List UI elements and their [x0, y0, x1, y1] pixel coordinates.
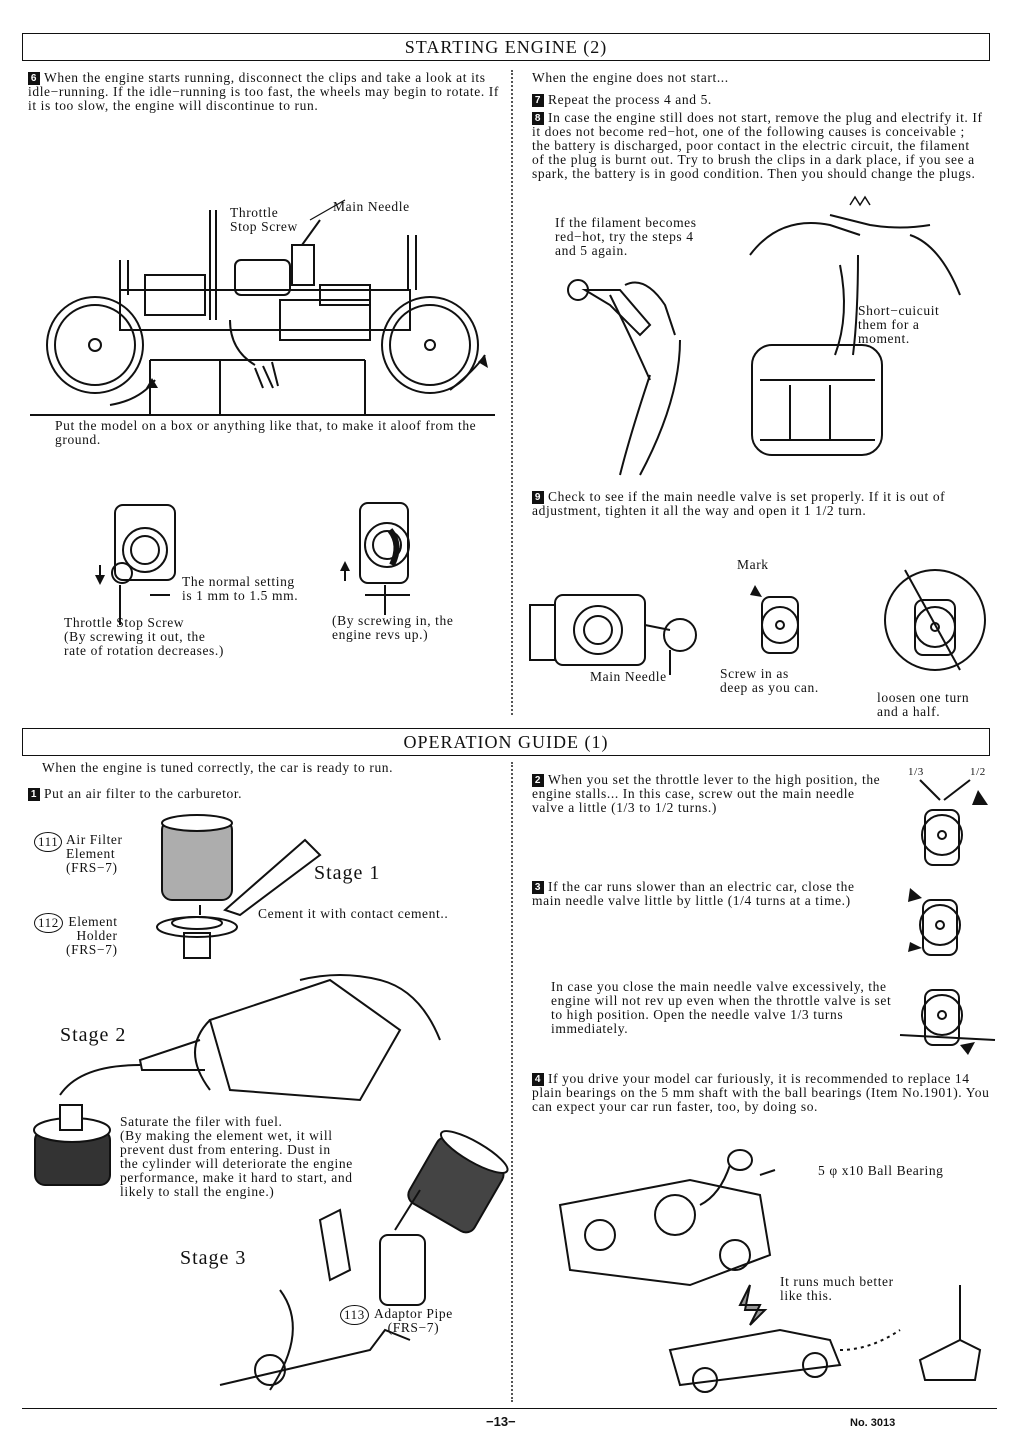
right-intro: When the engine does not start... — [532, 70, 729, 85]
stage-2-label: Stage 2 — [60, 1024, 127, 1046]
model-number: No. 3013 — [850, 1417, 896, 1429]
step-number: 3 — [532, 881, 544, 894]
step-text: When the engine starts running, disconne… — [28, 70, 499, 113]
runs-better-note: It runs much better like this. — [780, 1274, 894, 1303]
step-text: Repeat the process 4 and 5. — [548, 92, 712, 107]
step-number: 8 — [532, 112, 544, 125]
column-divider — [511, 70, 513, 715]
cement-note: Cement it with contact cement.. — [258, 906, 449, 921]
section-header-operation: OPERATION GUIDE (1) — [22, 728, 990, 756]
stage-3-illustration — [219, 1130, 509, 1391]
item-112-label: 112 — [34, 913, 67, 933]
step-number: 6 — [28, 72, 40, 85]
step-text: In case the engine still does not start,… — [532, 110, 983, 181]
step-number: 2 — [532, 774, 544, 787]
stage-1-label: Stage 1 — [314, 862, 381, 884]
label-throttle-stop-screw: Throttle Stop Screw — [230, 205, 298, 234]
footer-rule — [22, 1408, 997, 1409]
item-number-badge: 112 — [34, 913, 63, 933]
throttle-stop-note: Throttle Stop Screw (By screwing it out,… — [64, 615, 224, 658]
plug-test-illustration — [567, 195, 961, 476]
item-112-text: Element Holder (FRS−7) — [66, 914, 118, 957]
step-text: If you drive your model car furiously, i… — [532, 1071, 990, 1114]
filament-note: If the filament becomes red−hot, try the… — [555, 215, 697, 258]
section-title: STARTING ENGINE (2) — [404, 37, 608, 57]
step-1-text: 1 Put an air filter to the carburetor. — [28, 787, 498, 801]
stage-3-label: Stage 3 — [180, 1247, 247, 1269]
car-bearing-illustration — [558, 1149, 982, 1393]
item-113-text: Adaptor Pipe (FRS−7) — [374, 1306, 453, 1335]
label-main-needle-2: Main Needle — [590, 669, 667, 684]
operation-intro: When the engine is tuned correctly, the … — [42, 760, 394, 775]
item-111-label: 111 — [34, 832, 66, 852]
item-number-badge: 111 — [34, 832, 63, 852]
section-title: OPERATION GUIDE (1) — [403, 732, 609, 752]
step-text: Check to see if the main needle valve is… — [532, 489, 946, 518]
normal-setting-note: The normal setting is 1 mm to 1.5 mm. — [182, 574, 299, 603]
box-caption: Put the model on a box or anything like … — [55, 418, 477, 447]
ball-bearing-label: 5 φ x10 Ball Bearing — [818, 1163, 944, 1178]
label-main-needle: Main Needle — [333, 199, 410, 214]
step-7-text: 7 Repeat the process 4 and 5. — [532, 93, 982, 107]
step-number: 4 — [532, 1073, 544, 1086]
fraction-left: 1/3 — [908, 766, 924, 778]
step-number: 1 — [28, 788, 40, 801]
column-divider — [511, 762, 513, 1402]
step-number: 9 — [532, 491, 544, 504]
throttle-setting-illustration — [95, 502, 410, 625]
valve-adjust-illustrations — [899, 779, 996, 1055]
car-on-box-illustration — [30, 199, 495, 416]
stage-2-illustration — [33, 974, 441, 1186]
item-111-text: Air Filter Element (FRS−7) — [66, 832, 123, 875]
stage-1-illustration — [156, 814, 322, 959]
needle-valve-illustration — [529, 569, 986, 675]
step-text: Put an air filter to the carburetor. — [44, 786, 243, 801]
excess-note: In case you close the main needle valve … — [551, 979, 892, 1036]
label-mark: Mark — [737, 557, 769, 572]
page-number: −13− — [486, 1414, 516, 1429]
fraction-right: 1/2 — [970, 766, 986, 778]
item-113-label: 113 — [340, 1305, 373, 1325]
item-number-badge: 113 — [340, 1305, 369, 1325]
saturate-note: Saturate the filer with fuel. (By making… — [120, 1114, 353, 1199]
step-text: When you set the throttle lever to the h… — [532, 772, 881, 815]
section-header-starting: STARTING ENGINE (2) — [22, 33, 990, 61]
step-number: 7 — [532, 94, 544, 107]
loosen-note: loosen one turn and a half. — [877, 690, 970, 719]
short-circuit-note: Short−cuicuit them for a moment. — [858, 303, 940, 346]
step-text: If the car runs slower than an electric … — [532, 879, 855, 908]
screw-in-deep-note: Screw in as deep as you can. — [720, 666, 819, 695]
screw-in-note: (By screwing in, the engine revs up.) — [332, 613, 454, 642]
